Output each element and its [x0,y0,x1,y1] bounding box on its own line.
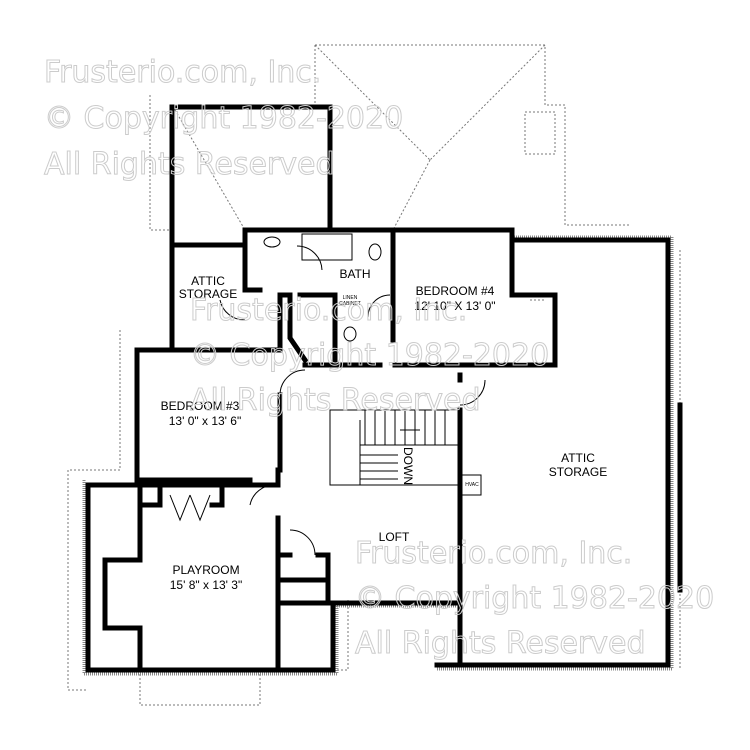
door-swings [219,245,486,556]
attic-storage-right-label-1: ATTIC [561,451,595,465]
watermark-line: All Rights Reserved [44,147,335,182]
watermark-line: © Copyright 1982-2020 [44,101,403,136]
attic-storage-left-label-1: ATTIC [191,274,225,288]
bath-label: BATH [339,267,370,281]
stairs-down-label: DOWN [401,447,415,485]
watermark-top: Frusterio.com, Inc. © Copyright 1982-202… [44,55,404,183]
watermark-line: © Copyright 1982-2020 [190,338,549,373]
watermark-line: Frusterio.com, Inc. [355,536,632,571]
watermark-line: Frusterio.com, Inc. [44,55,321,90]
bifold-door [169,494,211,522]
playroom-size: 15' 8" x 13' 3" [170,578,242,592]
bedroom3-name: BEDROOM #3 [161,399,240,413]
playroom-name: PLAYROOM [172,563,239,577]
stairs [329,409,461,486]
loft-label: LOFT [379,530,410,544]
attic-storage-right-label-2: STORAGE [549,465,607,479]
hvac-label: HVAC [465,482,479,488]
attic-storage-left-label-2: STORAGE [179,287,237,301]
toilet [368,243,382,261]
watermark-line: Frusterio.com, Inc. [190,293,467,328]
bedroom4-size: 12' 10" X 13' 0" [414,299,495,313]
bathtub [301,233,353,261]
watermark-bottom: Frusterio.com, Inc. © Copyright 1982-202… [355,536,715,662]
linen-label-1: LINEN [343,295,358,301]
sink-2 [343,326,357,342]
watermark-line: All Rights Reserved [190,383,481,418]
bedroom4-name: BEDROOM #4 [416,284,495,298]
watermark-line: All Rights Reserved [355,626,646,661]
linen-label-2: CABINET [339,301,361,307]
walls [85,104,683,673]
bedroom3-size: 13' 0" x 13' 6" [169,414,241,428]
watermark-line: © Copyright 1982-2020 [355,581,714,616]
fixtures [169,233,486,556]
sink [263,236,281,248]
watermark-middle: Frusterio.com, Inc. © Copyright 1982-202… [190,293,550,419]
hvac-unit [460,474,482,496]
exterior-walls [82,235,674,676]
